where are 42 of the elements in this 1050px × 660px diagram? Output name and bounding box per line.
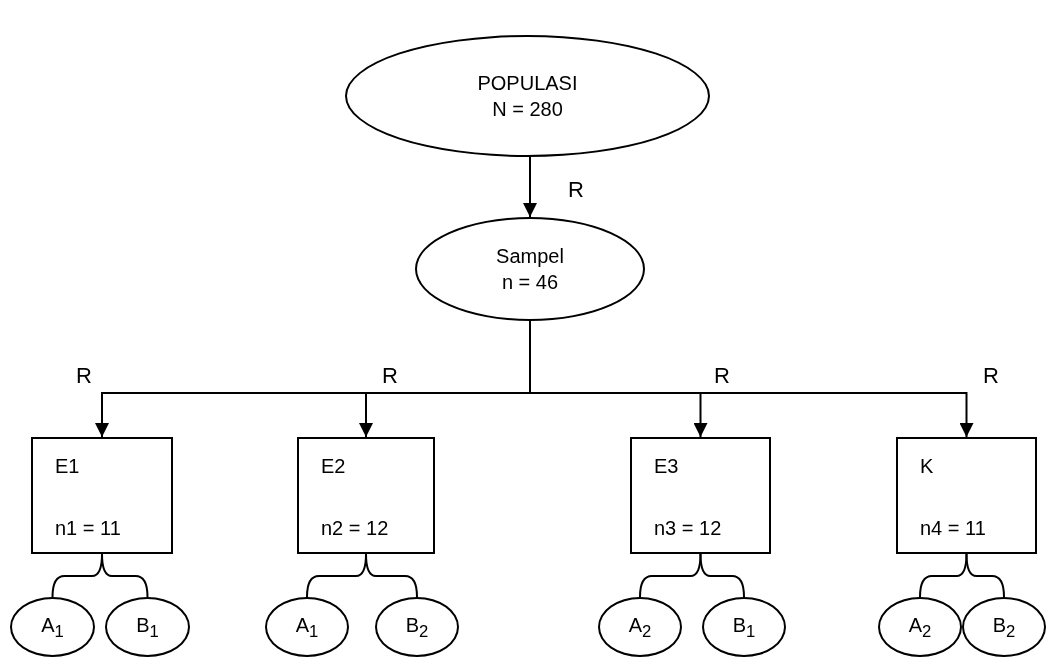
- group-box: [31, 437, 173, 554]
- brace-connector: [101, 553, 149, 598]
- node-label: B$_{1}$: [136, 612, 159, 643]
- sample-size: n1 = 11: [55, 516, 121, 541]
- node-label: A$_{2}$: [908, 612, 932, 643]
- node-label: n = 46: [501, 270, 559, 295]
- sample-size: n2 = 12: [321, 516, 389, 541]
- ellipse-node: [962, 597, 1046, 657]
- node-label: N = 280: [492, 97, 563, 122]
- ellipse-node: [265, 597, 349, 657]
- sample-size: n3 = 12: [654, 516, 722, 541]
- ellipse-node: [375, 597, 459, 657]
- group-name: K: [920, 454, 934, 479]
- arrow: [523, 156, 537, 218]
- group-name: E2: [321, 454, 346, 479]
- node-label: POPULASI: [477, 71, 578, 96]
- node-label: B$_{1}$: [732, 612, 756, 643]
- node-label: B$_{2}$: [992, 612, 1016, 643]
- node-label: A$_{1}$: [41, 612, 64, 643]
- group-box: [896, 437, 1037, 554]
- sample-size: n4 = 11: [920, 516, 986, 541]
- ellipse-node: [878, 597, 962, 657]
- group-name: E1: [55, 454, 80, 479]
- ellipse-node: [105, 597, 190, 657]
- brace-connector: [639, 553, 702, 598]
- node-label: B$_{2}$: [405, 612, 429, 643]
- group-box: [630, 437, 771, 554]
- ellipse-node: [345, 35, 710, 157]
- arrow: [529, 320, 974, 438]
- node-label: A$_{1}$: [295, 612, 319, 643]
- node-label: Sampel: [496, 244, 564, 269]
- group-box: [297, 437, 435, 554]
- brace-connector: [365, 553, 418, 598]
- group-name: E3: [654, 454, 679, 479]
- brace-connector: [965, 553, 1005, 598]
- node-label: A$_{2}$: [628, 612, 652, 643]
- brace-connector: [919, 553, 968, 598]
- ellipse-node: [598, 597, 682, 657]
- ellipse-node: [10, 597, 95, 657]
- ellipse-node: [415, 217, 645, 321]
- ellipse-node: [702, 597, 786, 657]
- brace-connector: [699, 553, 745, 598]
